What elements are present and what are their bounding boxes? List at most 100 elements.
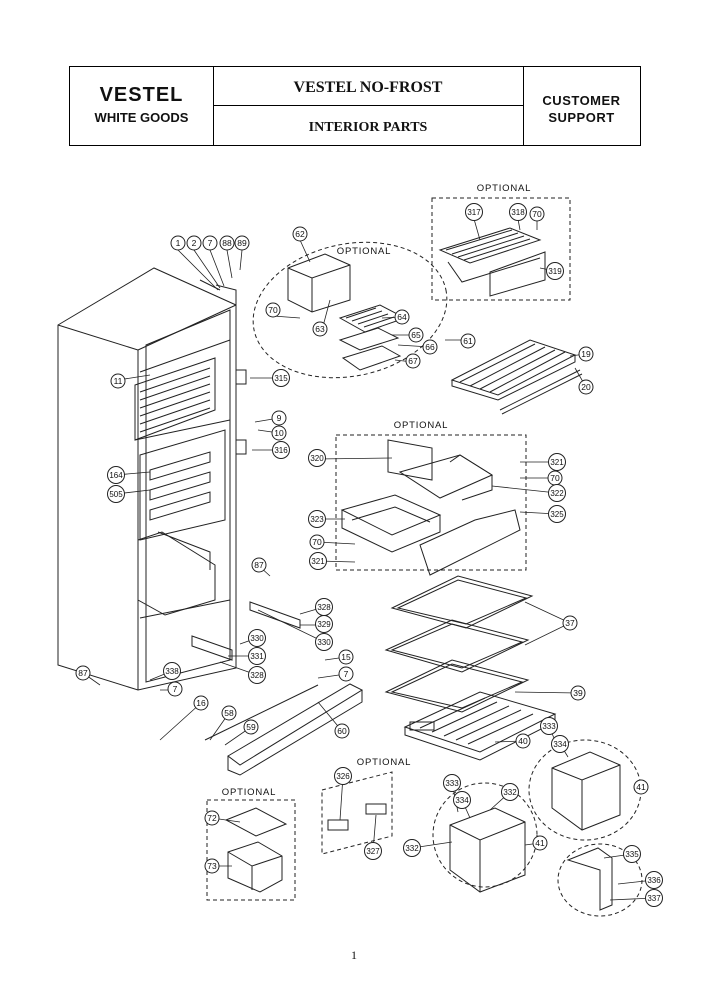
callout-10: 10 — [271, 425, 287, 441]
optional-region-rail — [557, 843, 643, 917]
svg-text:319: 319 — [548, 267, 562, 276]
callout-41: 41 — [532, 835, 548, 851]
callout-70: 70 — [265, 302, 281, 318]
callout-321: 321 — [309, 552, 327, 570]
callout-41: 41 — [633, 779, 649, 795]
callout-89: 89 — [234, 235, 250, 251]
document-subtitle: INTERIOR PARTS — [308, 120, 428, 135]
svg-text:87: 87 — [254, 560, 264, 570]
top-glass-shelf — [450, 339, 583, 415]
crisper-drawer-left — [449, 807, 526, 893]
optional-label: OPTIONAL — [394, 420, 448, 431]
callout-328: 328 — [315, 598, 333, 616]
callout-11: 11 — [110, 373, 126, 389]
callout-332: 332 — [501, 783, 519, 801]
svg-text:318: 318 — [511, 208, 525, 217]
callout-87: 87 — [75, 665, 91, 681]
callout-66: 66 — [422, 339, 438, 355]
callout-65: 65 — [408, 327, 424, 343]
svg-text:40: 40 — [518, 736, 528, 746]
svg-text:7: 7 — [173, 684, 178, 694]
svg-text:334: 334 — [455, 796, 469, 805]
callout-60: 60 — [334, 723, 350, 739]
callout-16: 16 — [193, 695, 209, 711]
svg-text:332: 332 — [503, 788, 517, 797]
callout-64: 64 — [394, 309, 410, 325]
callout-62: 62 — [292, 226, 308, 242]
callout-61: 61 — [460, 333, 476, 349]
svg-text:333: 333 — [445, 779, 459, 788]
svg-text:11: 11 — [114, 376, 123, 386]
callout-334: 334 — [551, 735, 569, 753]
svg-text:73: 73 — [207, 861, 217, 871]
svg-text:10: 10 — [274, 428, 284, 438]
svg-text:335: 335 — [625, 850, 639, 859]
svg-text:58: 58 — [224, 708, 234, 718]
svg-text:1: 1 — [176, 238, 181, 248]
svg-text:7: 7 — [344, 669, 349, 679]
door-rail-parts — [191, 601, 319, 741]
svg-text:7: 7 — [208, 238, 213, 248]
evaporator-cover — [287, 253, 351, 313]
callout-325: 325 — [548, 505, 566, 523]
svg-text:322: 322 — [550, 489, 564, 498]
callout-323: 323 — [308, 510, 326, 528]
svg-text:70: 70 — [550, 473, 560, 483]
svg-text:87: 87 — [78, 668, 88, 678]
leader-lines — [82, 218, 655, 901]
svg-text:67: 67 — [408, 356, 418, 366]
callout-319: 319 — [546, 262, 564, 280]
svg-text:2: 2 — [192, 238, 197, 248]
callout-1: 1 — [170, 235, 186, 251]
svg-text:88: 88 — [222, 238, 232, 248]
callout-15: 15 — [338, 649, 354, 665]
crisper-cover — [403, 691, 557, 761]
svg-text:60: 60 — [337, 726, 347, 736]
callout-333: 333 — [540, 717, 558, 735]
svg-text:315: 315 — [274, 374, 288, 383]
svg-text:332: 332 — [405, 844, 419, 853]
callout-70: 70 — [547, 470, 563, 486]
svg-text:164: 164 — [109, 471, 123, 480]
svg-text:325: 325 — [550, 510, 564, 519]
chiller-compartment — [340, 439, 521, 576]
svg-text:329: 329 — [317, 620, 331, 629]
svg-text:39: 39 — [573, 688, 583, 698]
brand-name: VESTEL — [99, 84, 184, 106]
optional-region-clips — [321, 771, 393, 855]
svg-text:63: 63 — [315, 324, 325, 334]
callout-72: 72 — [204, 810, 220, 826]
svg-text:328: 328 — [250, 671, 264, 680]
brand-subtitle: WHITE GOODS — [94, 110, 189, 125]
crisper-drawer-right — [551, 751, 621, 831]
callout-329: 329 — [315, 615, 333, 633]
callout-327: 327 — [364, 842, 382, 860]
door-clips — [327, 803, 387, 831]
support-line-1: CUSTOMER — [542, 93, 621, 108]
callout-37: 37 — [562, 615, 578, 631]
svg-text:59: 59 — [246, 722, 256, 732]
callout-87: 87 — [251, 557, 267, 573]
support-line-2: SUPPORT — [548, 110, 615, 125]
svg-text:505: 505 — [109, 490, 123, 499]
callout-318: 318 — [509, 203, 527, 221]
callout-330: 330 — [248, 629, 266, 647]
svg-text:72: 72 — [207, 813, 217, 823]
callout-333: 333 — [443, 774, 461, 792]
callout-322: 322 — [548, 484, 566, 502]
svg-text:64: 64 — [397, 312, 407, 322]
callout-505: 505 — [107, 485, 125, 503]
optional-label: OPTIONAL — [357, 757, 411, 768]
callout-330: 330 — [315, 633, 333, 651]
callout-7: 7 — [202, 235, 218, 251]
svg-text:330: 330 — [250, 634, 264, 643]
svg-text:333: 333 — [542, 722, 556, 731]
svg-text:9: 9 — [277, 413, 282, 423]
svg-text:331: 331 — [250, 652, 264, 661]
callout-67: 67 — [405, 353, 421, 369]
title-cell: VESTEL NO-FROST INTERIOR PARTS — [213, 67, 524, 145]
drawer-rail — [566, 847, 613, 911]
